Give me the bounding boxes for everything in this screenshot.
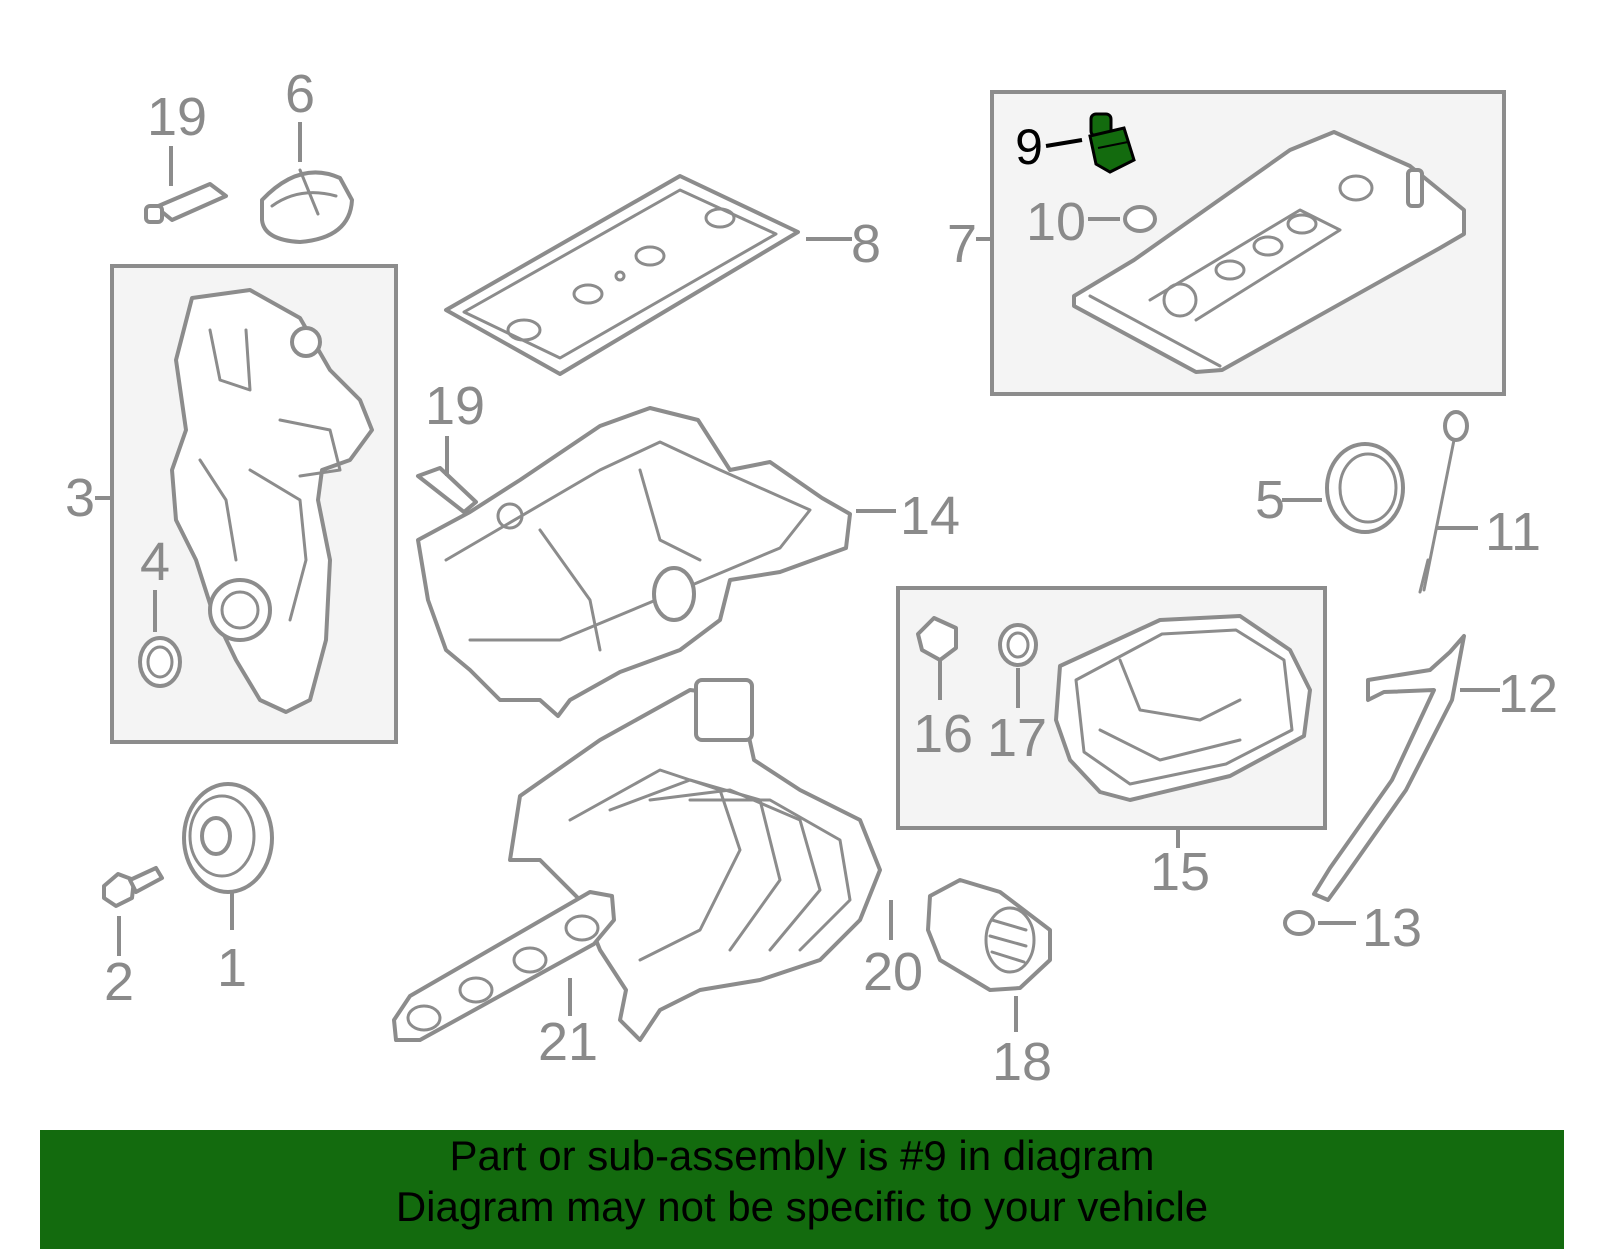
- info-banner: Part or sub-assembly is #9 in diagram Di…: [40, 1130, 1564, 1249]
- callout-6: 6: [285, 64, 315, 124]
- callout-19-middle: 19: [425, 376, 485, 436]
- callout-1: 1: [217, 938, 247, 998]
- callout-16: 16: [913, 704, 973, 764]
- callout-7: 7: [947, 214, 977, 274]
- callout-3: 3: [65, 468, 95, 528]
- callout-2: 2: [104, 952, 134, 1012]
- valve-cover: [1072, 130, 1466, 374]
- banner-line-2: Diagram may not be specific to your vehi…: [395, 1183, 1209, 1230]
- callout-20: 20: [863, 942, 923, 1002]
- lower-oil-pan: [1054, 614, 1312, 802]
- callout-8: 8: [851, 214, 881, 274]
- oil-dipstick-tube: [1312, 634, 1466, 902]
- valve-cover-gasket: [444, 174, 800, 376]
- oil-filter: [926, 878, 1052, 992]
- drain-plug: [916, 616, 958, 662]
- callout-18: 18: [992, 1032, 1052, 1092]
- callout-labels: 1 2 3 4 5 6 7 8 9 10 11 12 13 14 15 16 1…: [65, 64, 1558, 1092]
- callout-5: 5: [1255, 470, 1285, 530]
- leader-lines: [95, 122, 1500, 1032]
- oil-dipstick: [1418, 410, 1469, 594]
- callout-17: 17: [987, 708, 1047, 768]
- callout-9-highlighted: 9: [1015, 119, 1043, 175]
- crankshaft-pulley-bolt: [102, 866, 164, 908]
- upper-oil-pan: [416, 406, 852, 718]
- drain-plug-washer: [998, 623, 1038, 667]
- callout-15: 15: [1150, 842, 1210, 902]
- callout-10: 10: [1026, 192, 1086, 252]
- pcv-valve-highlighted[interactable]: [1088, 112, 1136, 174]
- callout-14: 14: [900, 486, 960, 546]
- dipstick-tube-o-ring: [1283, 910, 1315, 936]
- callout-13: 13: [1362, 898, 1422, 958]
- front-crank-seal: [138, 636, 182, 688]
- crankshaft-pulley: [182, 782, 274, 894]
- sealant-tube-top: [144, 182, 228, 224]
- rear-main-seal: [1325, 442, 1405, 534]
- banner-line-1: Part or sub-assembly is #9 in diagram: [449, 1132, 1155, 1179]
- callout-4: 4: [140, 532, 170, 592]
- oil-filler-cap: [260, 168, 354, 244]
- timing-cover: [170, 288, 374, 714]
- intake-manifold-gasket: [392, 890, 616, 1042]
- callout-12: 12: [1498, 664, 1558, 724]
- intake-manifold: [508, 678, 882, 1042]
- pcv-grommet: [1123, 205, 1157, 233]
- sealant-tube-middle: [416, 466, 478, 514]
- callout-11: 11: [1485, 502, 1541, 562]
- callout-21: 21: [538, 1012, 598, 1072]
- callout-19-top: 19: [147, 87, 207, 147]
